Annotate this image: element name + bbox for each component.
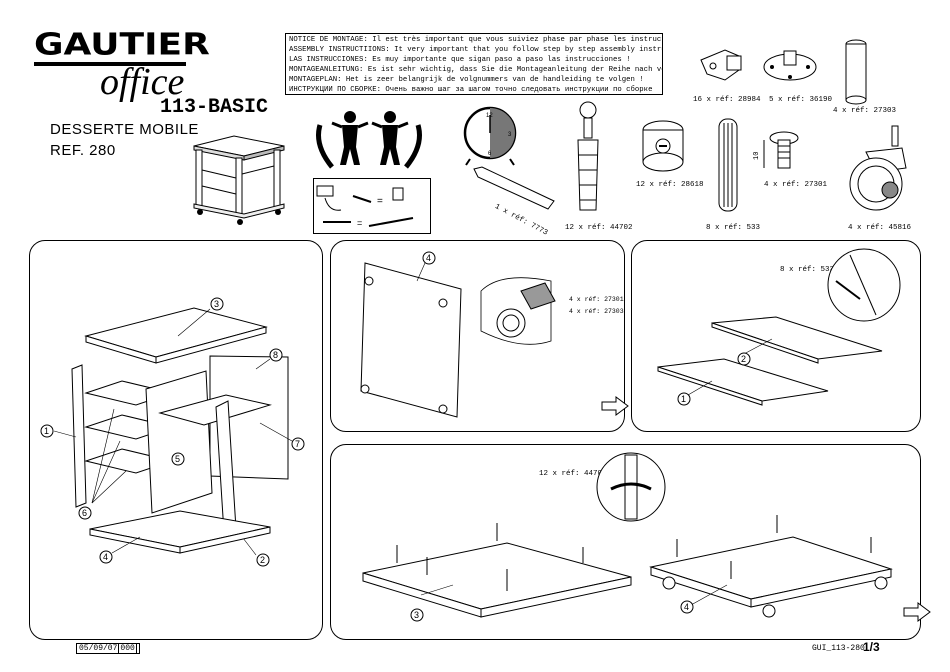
- tools-box: = =: [313, 178, 431, 234]
- arrow-right-icon: [601, 396, 629, 416]
- clock-number-12: 12: [486, 113, 493, 119]
- assembly-notice: NOTICE DE MONTAGE: Il est très important…: [285, 33, 663, 95]
- clock-number-3: 3: [508, 132, 512, 138]
- callout-7: 7: [295, 439, 300, 449]
- assembled-cart-illustration: [193, 135, 285, 225]
- notice-line-en: ASSEMBLY INSTRUCTIIONS: It very importan…: [289, 46, 663, 54]
- step2-label-27301: 4 x réf: 27301: [569, 296, 624, 303]
- part-label-28618: 12 x réf: 28618: [636, 181, 704, 189]
- exploded-view-drawing: 3 8 1 6 5 7 2: [40, 297, 305, 567]
- notice-line-nl: MONTAGEPLAN: Het is zeer belangrijk de v…: [289, 76, 644, 84]
- clock-icon: 12 3 6: [463, 106, 517, 166]
- caster-wheel-icon: [849, 125, 907, 211]
- step2-label-27303: 4 x réf: 27303: [569, 308, 624, 315]
- callout-5: 5: [175, 454, 180, 464]
- cam-lock-icon: [642, 120, 684, 172]
- step-dowels-panel: 8 x réf: 533 2 1: [631, 240, 921, 432]
- callout-4: 4: [103, 552, 108, 562]
- part-label-36190: 5 x réf: 36190: [769, 96, 833, 104]
- callout-8: 8: [273, 350, 278, 360]
- step-casters-drawing: 4 4 x réf: 27301 4 x réf: 27303: [360, 251, 624, 418]
- mounting-plate-icon: [763, 50, 817, 81]
- notice-line-fr: NOTICE DE MONTAGE: Il est très important…: [289, 36, 662, 44]
- two-people-icon: [316, 111, 422, 169]
- product-name: DESSERTE MOBILE: [50, 121, 199, 138]
- dowel-icon: [718, 118, 738, 212]
- step-cam-bolts-panel: 12 x réf: 44702 3 4: [330, 444, 921, 640]
- threaded-sleeve-icon: [845, 39, 867, 105]
- part-label-44702: 12 x réf: 44702: [565, 224, 633, 232]
- logo-rule: [34, 62, 186, 66]
- step3-label-533: 8 x réf: 533: [780, 266, 835, 274]
- step4-callout-3: 3: [414, 610, 419, 620]
- part-label-27303: 4 x réf: 27303: [833, 107, 897, 115]
- allen-key-icon: [473, 166, 555, 210]
- footer-page-number: 1/3: [863, 640, 880, 654]
- screw-size-label: 10: [753, 152, 761, 160]
- brand-logo: GAUTIER: [34, 27, 210, 63]
- svg-text:=: =: [357, 218, 362, 228]
- callout-3: 3: [214, 299, 219, 309]
- bracket-icon: [700, 49, 742, 81]
- notice-line-es: LAS INSTRUCCIONES: Es muy importante que…: [289, 56, 631, 64]
- clock-number-6: 6: [488, 151, 492, 157]
- callout-6: 6: [82, 508, 87, 518]
- part-label-45816: 4 x réf: 45816: [848, 224, 912, 232]
- step3-callout-1: 1: [681, 394, 686, 404]
- notice-line-de: MONTAGEANLEITUNG: Es ist sehr wichtig, d…: [289, 66, 662, 74]
- footer-document-code: GUI_113-280: [812, 644, 865, 653]
- step4-callout-4: 4: [684, 602, 689, 612]
- part-label-27301: 4 x réf: 27301: [764, 181, 828, 189]
- exploded-view-panel: 3 8 1 6 5 7 2: [29, 240, 323, 640]
- cam-bolt-icon: [577, 101, 599, 211]
- step-cam-bolts-drawing: 12 x réf: 44702 3 4: [362, 452, 893, 622]
- part-label-533: 8 x réf: 533: [706, 224, 761, 232]
- footer-date-suffix: 000: [118, 643, 137, 654]
- model-name: 113-BASIC: [160, 96, 269, 119]
- callout-2: 2: [260, 555, 265, 565]
- part-label-28984: 16 x réf: 28984: [693, 96, 761, 104]
- screw-icon: 10: [753, 131, 799, 169]
- step3-callout-2: 2: [741, 354, 746, 364]
- notice-line-ru: ИНСТРУКЦИИ ПО СБОРКЕ: Очень важно шаг за…: [289, 86, 653, 94]
- footer-date-value: 05/09/07: [79, 644, 118, 653]
- step4-label-44702: 12 x réf: 44702: [539, 470, 607, 478]
- step-casters-panel: 4 4 x réf: 27301 4 x réf: 27303: [330, 240, 625, 432]
- step-dowels-drawing: 8 x réf: 533 2 1: [657, 248, 901, 406]
- brand-sub: office: [100, 61, 185, 103]
- svg-text:=: =: [377, 196, 383, 207]
- next-page-arrow-icon: [903, 602, 931, 622]
- step2-panel-callout: 4: [426, 253, 431, 263]
- callout-1: 1: [44, 426, 49, 436]
- product-reference: REF. 280: [50, 142, 116, 159]
